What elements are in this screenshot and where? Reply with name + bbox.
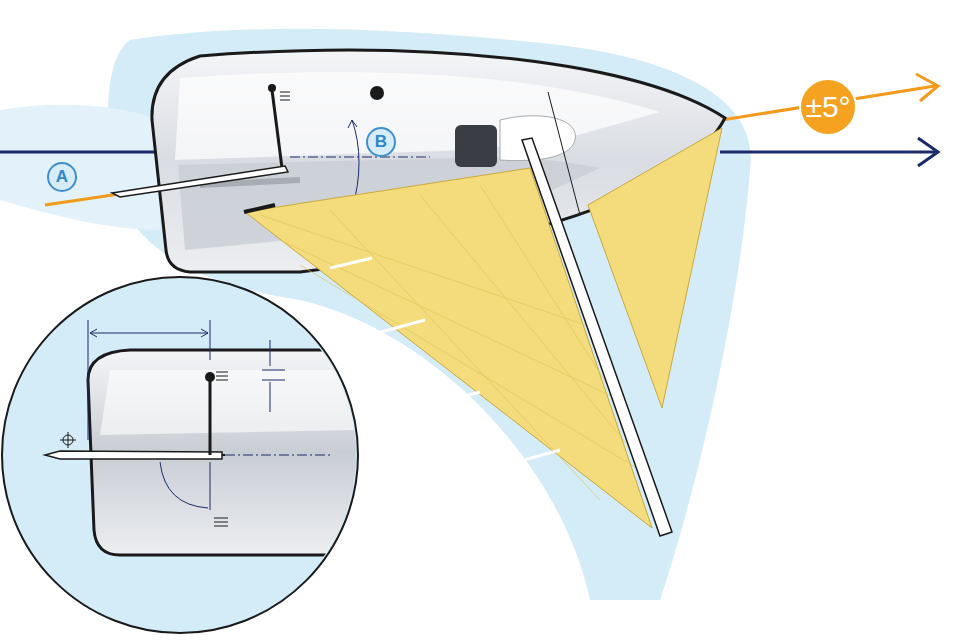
tolerance-badge: ±5° — [799, 78, 857, 136]
callout-text: ±5° — [805, 90, 850, 124]
callout-text: B — [375, 132, 387, 152]
callout-circle: B — [366, 127, 396, 157]
callout-circle: A — [47, 162, 77, 192]
callout-text: A — [56, 167, 68, 187]
